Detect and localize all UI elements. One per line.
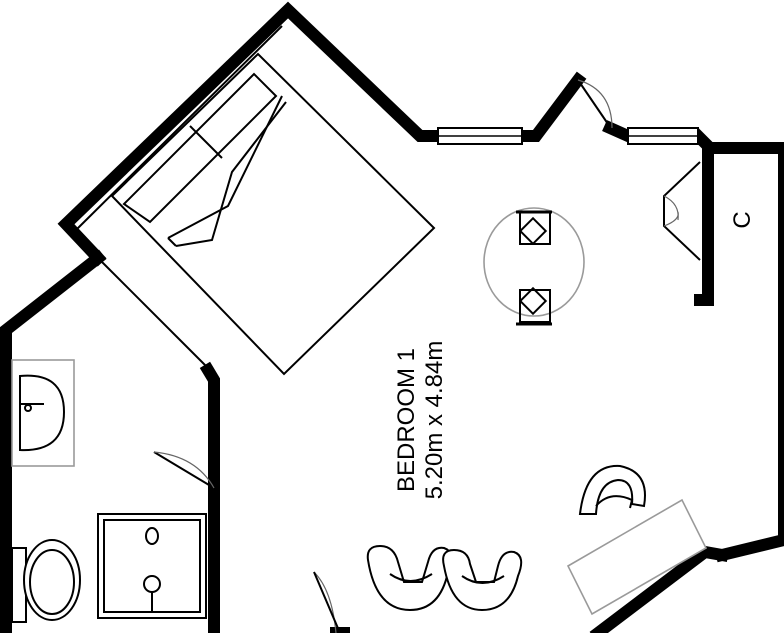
dining-table — [483, 207, 585, 326]
cupboard-label: C — [729, 211, 756, 228]
desk-chair — [578, 464, 646, 515]
toilet — [11, 539, 81, 623]
chair-bottom — [516, 286, 552, 326]
basin — [11, 359, 75, 467]
desk — [566, 498, 708, 616]
shower-tray — [97, 513, 207, 619]
bed — [110, 52, 436, 376]
window-top-1 — [437, 127, 523, 145]
door-top — [577, 79, 613, 129]
window-top-2 — [627, 127, 699, 145]
room-dimensions: 5.20m x 4.84m — [421, 341, 448, 500]
bathroom-door — [153, 451, 215, 489]
room-name: BEDROOM 1 — [393, 348, 420, 492]
armchair-right — [442, 548, 523, 612]
door-bottom — [313, 571, 341, 633]
armchair-left — [366, 544, 453, 612]
cupboard: C — [663, 161, 756, 261]
chair-top — [516, 210, 552, 246]
room-label-group: BEDROOM 1 5.20m x 4.84m — [393, 341, 448, 500]
